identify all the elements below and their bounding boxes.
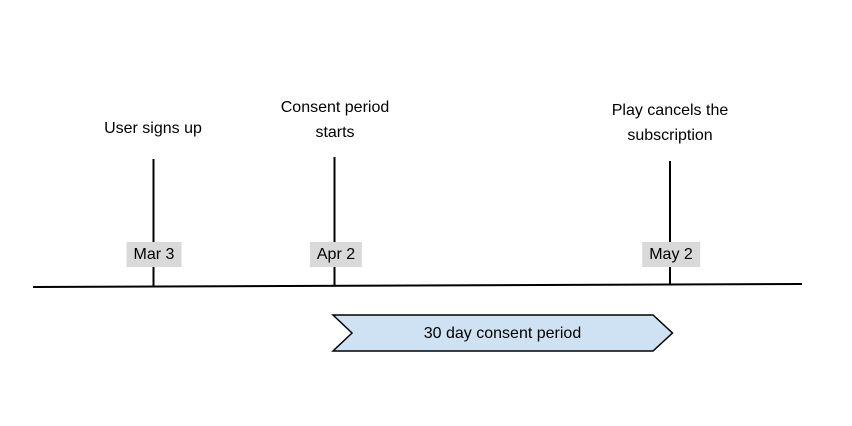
timeline-axis [32,283,803,288]
event-label-cancel: Play cancels the subscription [560,98,780,148]
event-label-line: Consent period [280,99,390,116]
event-label-line: User signs up [104,120,202,137]
consent-period-banner-shape [331,314,674,352]
event-date-badge: Mar 3 [126,242,182,267]
event-label-line: subscription [627,127,713,144]
event-date-badge: May 2 [642,242,700,267]
event-label-line: Play cancels the [611,102,729,119]
event-label-signup: User signs up [43,116,263,141]
banner-label: 30 day consent period [423,325,582,342]
event-date-badge: Apr 2 [309,242,363,267]
event-label-line: starts [315,124,355,141]
event-label-consent-start: Consent period starts [225,95,445,145]
